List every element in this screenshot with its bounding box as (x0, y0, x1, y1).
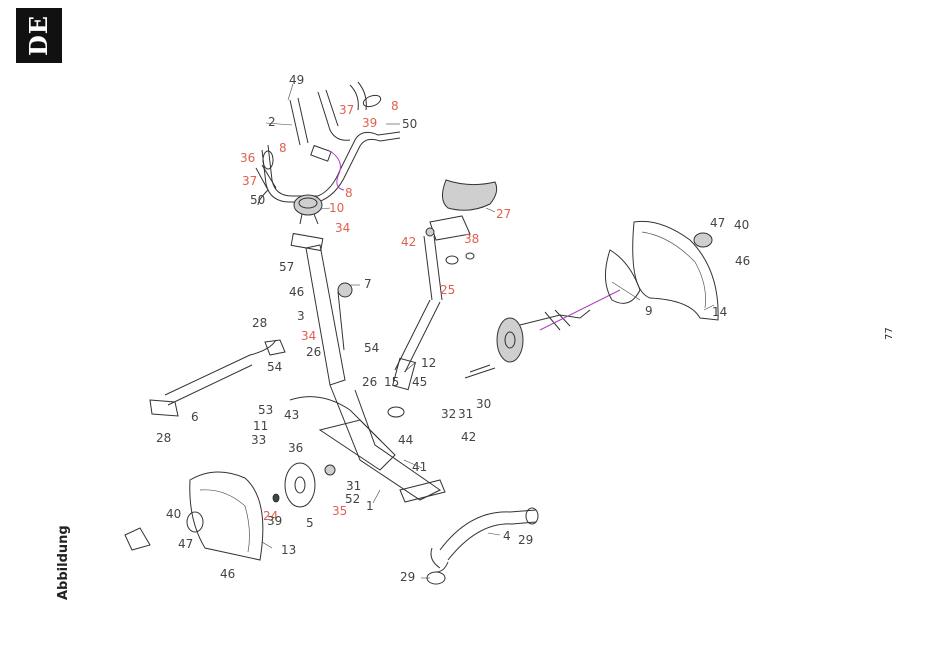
pulley-illustration (465, 290, 620, 378)
console-illustration (294, 195, 322, 224)
part-number-label: 3 (297, 309, 305, 323)
part-number-label: 26 (362, 375, 377, 389)
part-number-label: 8 (345, 186, 353, 200)
leader-lines (262, 84, 714, 578)
part-number-label: 35 (332, 504, 347, 518)
part-number-label: 25 (440, 283, 455, 297)
part-number-label: 9 (645, 304, 653, 318)
part-number-label: 46 (735, 254, 750, 268)
part-number-label: 29 (400, 570, 415, 584)
part-number-label: 10 (329, 201, 344, 215)
part-number-label: 34 (335, 221, 350, 235)
part-number-label: 26 (306, 345, 321, 359)
part-number-label: 28 (156, 431, 171, 445)
part-number-label: 7 (364, 277, 372, 291)
part-number-label: 34 (301, 329, 316, 343)
part-number-label: 36 (240, 151, 255, 165)
part-number-label: 15 (384, 375, 399, 389)
part-number-label: 42 (401, 235, 416, 249)
part-number-label: 45 (412, 375, 427, 389)
part-number-label: 1 (366, 499, 374, 513)
handlebar-illustration (256, 82, 400, 205)
part-number-label: 50 (250, 193, 265, 207)
part-number-label: 46 (220, 567, 235, 581)
flywheel-illustration (273, 463, 335, 507)
part-number-label: 38 (464, 232, 479, 246)
part-number-label: 32 (441, 407, 456, 421)
part-number-label: 57 (279, 260, 294, 274)
part-number-label: 8 (391, 99, 399, 113)
part-number-label: 53 (258, 403, 273, 417)
part-number-label: 39 (362, 116, 377, 130)
left-cover-illustration (125, 472, 263, 560)
part-number-label: 5 (306, 516, 314, 530)
part-number-label: 36 (288, 441, 303, 455)
part-number-label: 41 (412, 460, 427, 474)
part-number-label: 28 (252, 316, 267, 330)
part-number-label: 43 (284, 408, 299, 422)
part-number-label: 50 (402, 117, 417, 131)
part-number-label: 31 (458, 407, 473, 421)
part-number-label: 54 (267, 360, 282, 374)
part-number-label: 37 (242, 174, 257, 188)
part-number-label: 42 (461, 430, 476, 444)
part-number-label: 8 (279, 141, 287, 155)
part-number-label: 6 (191, 410, 199, 424)
part-number-label: 39 (267, 514, 282, 528)
part-number-label: 2 (268, 115, 276, 129)
part-number-label: 29 (518, 533, 533, 547)
part-number-label: 33 (251, 433, 266, 447)
part-number-label: 37 (339, 103, 354, 117)
part-number-label: 40 (166, 507, 181, 521)
part-number-label: 11 (253, 419, 268, 433)
part-number-label: 27 (496, 207, 511, 221)
part-number-label: 47 (710, 216, 725, 230)
part-number-label: 30 (476, 397, 491, 411)
part-number-label: 12 (421, 356, 436, 370)
part-number-label: 40 (734, 218, 749, 232)
seat-illustration (424, 180, 497, 300)
part-number-label: 47 (178, 537, 193, 551)
part-number-label: 54 (364, 341, 379, 355)
part-number-label: 44 (398, 433, 413, 447)
part-number-label: 4 (503, 529, 511, 543)
part-number-label: 52 (345, 492, 360, 506)
part-number-label: 13 (281, 543, 296, 557)
part-number-label: 46 (289, 285, 304, 299)
right-cover-illustration (605, 221, 718, 320)
part-number-label: 49 (289, 73, 304, 87)
part-number-label: 14 (712, 305, 727, 319)
part-number-label: 31 (346, 479, 361, 493)
